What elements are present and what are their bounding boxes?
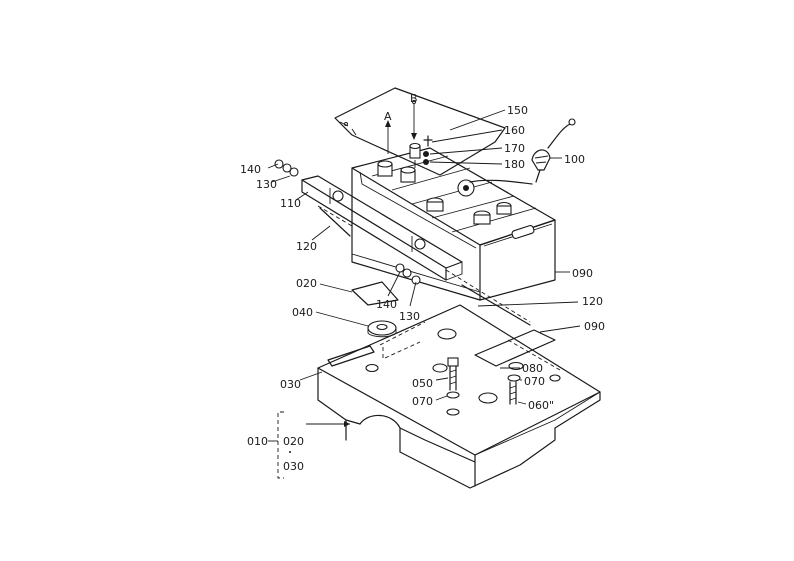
battery-vent-cap: [473, 210, 491, 225]
callout-170: 170: [504, 142, 525, 155]
callout-030: 030: [280, 378, 301, 391]
callout-100: 100: [564, 153, 585, 166]
battery-terminal-post: [400, 166, 416, 183]
battery-cover-plate: [334, 87, 506, 176]
callout-020-assembly: 020: [283, 435, 304, 448]
callout-020-left: 020: [296, 277, 317, 290]
rubber-pad: [474, 329, 556, 367]
callout-050: 050: [412, 377, 433, 390]
callout-130-upper: 130: [256, 178, 277, 191]
terminal-nut: [423, 159, 429, 165]
washer-070-left: [446, 391, 460, 399]
callout-070-right: 070: [524, 375, 545, 388]
callout-010: 010: [247, 435, 268, 448]
nut-washer-set-upper-left: [274, 159, 299, 177]
bolt-050: [447, 357, 459, 391]
callout-120-left: 120: [296, 240, 317, 253]
nut-070-left: [446, 408, 460, 416]
j-bolt-left: [317, 205, 353, 237]
callout-130-lower: 130: [399, 310, 420, 323]
battery-terminal-nut: [457, 179, 475, 197]
battery-vent-cap: [426, 197, 444, 212]
callout-A: A: [384, 110, 392, 123]
assembly-bracket-010: [268, 411, 291, 479]
callout-140-upper: 140: [240, 163, 261, 176]
battery-tray: [317, 304, 601, 489]
spacer-strip-left: [351, 281, 399, 306]
callout-070-left: 070: [412, 395, 433, 408]
nut-washer-set-lower: [395, 263, 421, 285]
callout-150: 150: [507, 104, 528, 117]
terminal-bolt: [423, 135, 433, 147]
terminal-cover: [531, 118, 576, 183]
callout-120-right: 120: [582, 295, 603, 308]
callout-090-battery: 090: [572, 267, 593, 280]
battery-vent-cap: [496, 201, 512, 215]
washer-080: [508, 361, 524, 371]
battery-terminal-post: [377, 160, 393, 177]
callout-180: 180: [504, 158, 525, 171]
callout-labels: 150 160 170 180 100 A B 140 130 110 120 …: [240, 92, 605, 473]
callout-040: 040: [292, 306, 313, 319]
callout-030-assembly: 030: [283, 460, 304, 473]
terminal-washer: [423, 151, 429, 157]
callout-060: 060": [528, 399, 554, 412]
grommet: [367, 320, 397, 338]
bolt-060: [509, 381, 517, 405]
terminal-clamp: [409, 142, 421, 159]
hold-down-bar: [301, 175, 463, 281]
leader-lines: [267, 109, 581, 427]
battery: [351, 147, 556, 301]
callout-110: 110: [280, 197, 301, 210]
callout-B: B: [410, 92, 418, 105]
callout-080: 080: [522, 362, 543, 375]
washer-070-right: [507, 374, 521, 382]
callout-090-pad: 090: [584, 320, 605, 333]
callout-140-lower: 140: [376, 298, 397, 311]
callout-160: 160: [504, 124, 525, 137]
